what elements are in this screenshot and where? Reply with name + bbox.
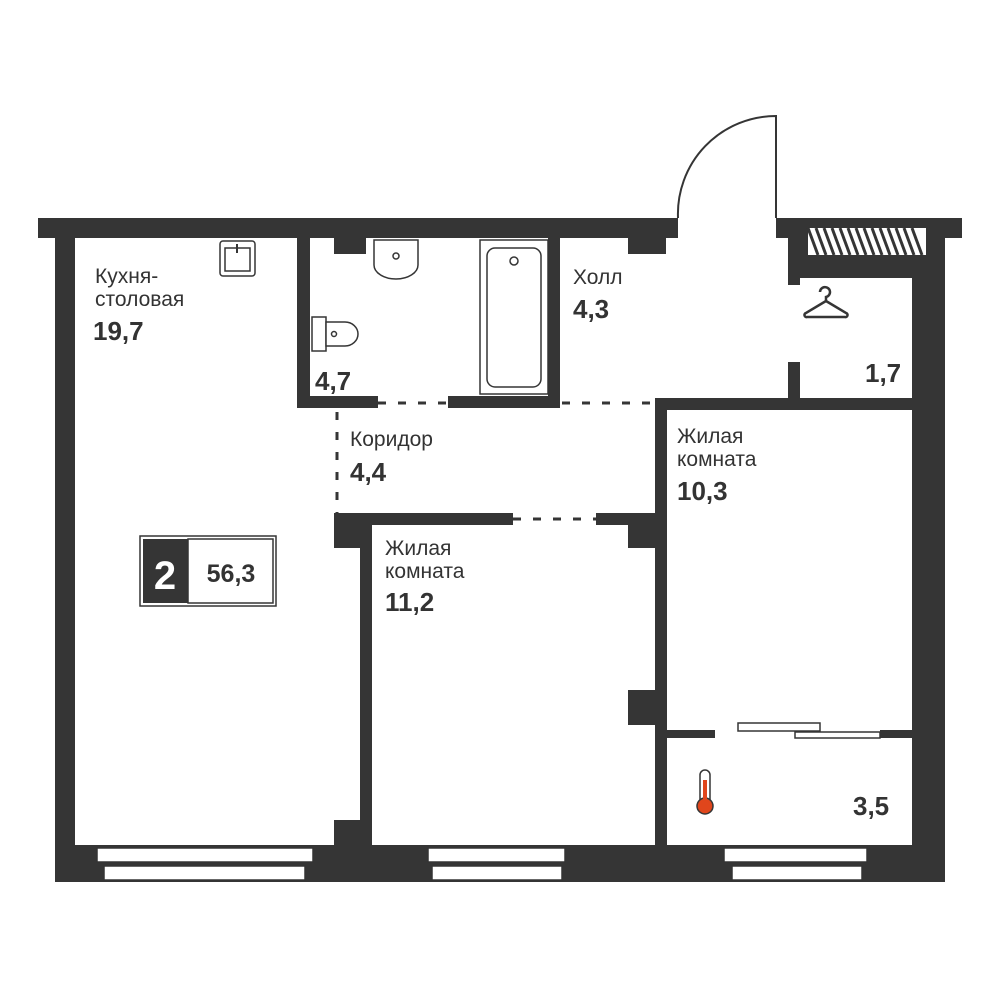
room-area: 4,4 [350,457,387,487]
sliding-door[interactable] [737,722,881,739]
rooms-count: 2 [154,554,176,598]
room-area: 3,5 [853,791,889,821]
washbasin-icon [373,239,419,280]
room-name: Жилая [385,537,451,560]
hanger-icon [803,285,849,319]
thermometer-icon [696,769,714,815]
room-area: 1,7 [865,358,901,388]
open-passages [335,401,662,521]
room-area: 4,3 [573,294,609,324]
toilet-icon [311,316,359,352]
bathtub-icon [479,239,549,395]
room-area: 11,2 [385,587,434,617]
room-name: комната [677,448,757,471]
windows [96,847,868,881]
room-name: комната [385,560,465,583]
room-name: Кухня- [95,265,158,288]
kitchen-sink-icon [219,240,256,277]
ventilation-shaft [806,227,926,256]
apartment-summary-badge: 2 56,3 [139,535,277,607]
entrance-door[interactable] [676,114,777,219]
total-area: 56,3 [207,560,256,588]
room-name: Жилая [677,425,743,448]
room-name: Коридор [350,428,433,451]
room-area: 4,7 [315,366,351,396]
room-name: Холл [573,266,623,289]
room-area: 19,7 [93,316,144,346]
room-name: столовая [95,288,184,311]
room-area: 10,3 [677,476,728,506]
